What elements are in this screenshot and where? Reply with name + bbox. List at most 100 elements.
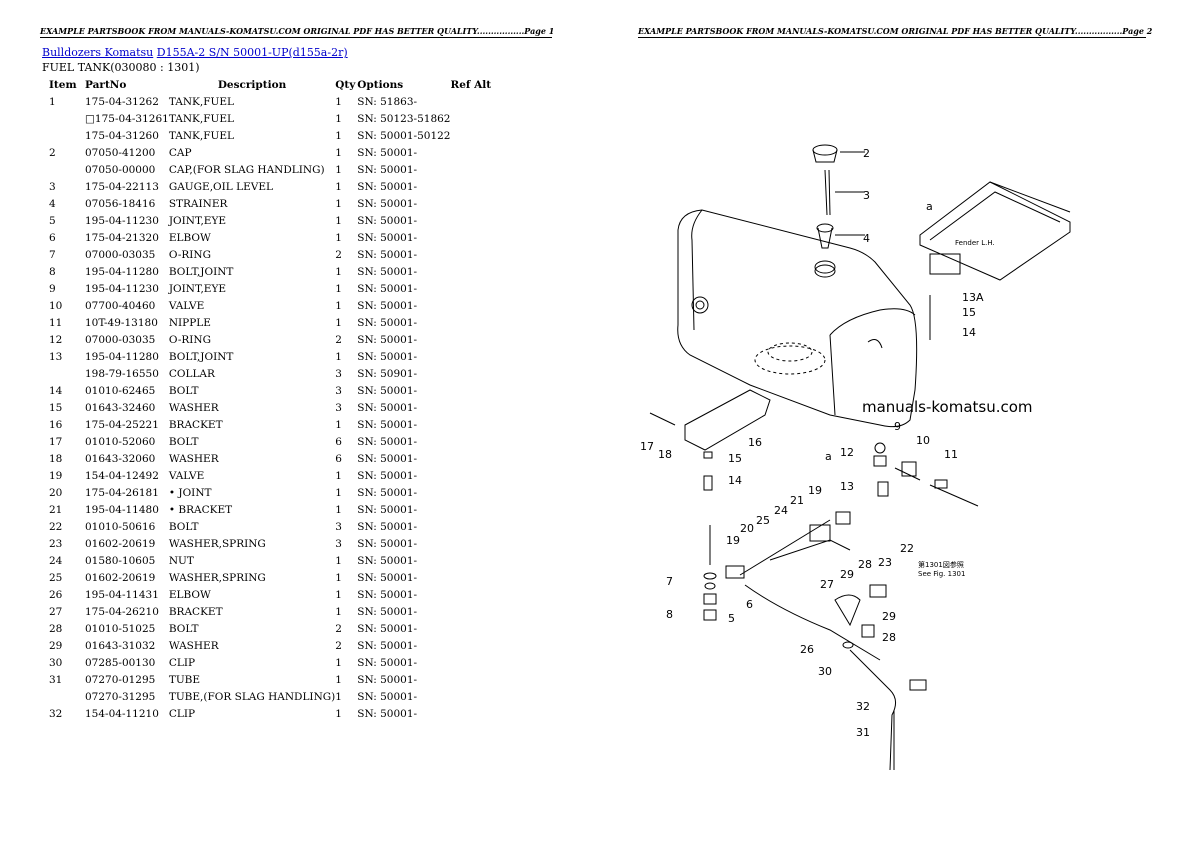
cell-partno: 07050-00000 <box>85 163 156 176</box>
cell-qty: 1 <box>335 231 342 244</box>
cell-description: CLIP <box>168 707 196 720</box>
bracket-left-drawing <box>649 389 771 491</box>
cell-options: SN: 50001- <box>357 299 418 312</box>
cell-description: NIPPLE <box>168 316 211 329</box>
cell-partno: 195-04-11280 <box>85 265 159 278</box>
cell-options: SN: 50901- <box>357 367 418 380</box>
cell-item: 17 <box>49 435 63 448</box>
cell-options: SN: 50001- <box>357 605 418 618</box>
table-header-row: Item PartNo Description Qty Options Ref … <box>42 77 510 93</box>
cell-description: WASHER,SPRING <box>168 537 266 550</box>
callout-27: 27 <box>820 578 834 591</box>
callout-5: 5 <box>728 612 735 625</box>
cell-qty: 1 <box>335 146 342 159</box>
cell-item: 28 <box>49 622 63 635</box>
cell-description: GAUGE,OIL LEVEL <box>168 180 273 193</box>
cell-partno: 07056-18416 <box>85 197 156 210</box>
cell-qty: 3 <box>335 401 342 414</box>
exploded-diagram: manuals-komatsu.com Fender L.H. 第1301図参照… <box>640 144 1071 771</box>
cell-description: BOLT <box>168 622 199 635</box>
cell-options: SN: 50001- <box>357 554 418 567</box>
cell-qty: 1 <box>335 690 342 703</box>
cell-ref-alt <box>450 382 510 399</box>
cell-qty: 1 <box>335 418 342 431</box>
cell-options: SN: 50001- <box>357 656 418 669</box>
cell-description: TANK,FUEL <box>168 112 234 125</box>
callout-6: 6 <box>746 598 753 611</box>
callout-15-bottom: 15 <box>728 452 742 465</box>
cell-partno: 154-04-12492 <box>85 469 159 482</box>
col-ref-alt: Ref Alt <box>450 79 492 91</box>
cell-partno: □175-04-31261 <box>85 112 169 125</box>
cell-description: BOLT <box>168 520 199 533</box>
cell-description: TANK,FUEL <box>168 129 234 142</box>
cell-options: SN: 50001- <box>357 571 418 584</box>
callout-8: 8 <box>666 608 673 621</box>
cell-options: SN: 50001- <box>357 265 418 278</box>
cell-description: BOLT,JOINT <box>168 350 234 363</box>
cell-partno: 07700-40460 <box>85 299 156 312</box>
cell-description: WASHER,SPRING <box>168 571 266 584</box>
cell-qty: 1 <box>335 486 342 499</box>
cell-partno: 01602-20619 <box>85 537 156 550</box>
cell-partno: 01602-20619 <box>85 571 156 584</box>
col-item: Item <box>49 79 77 91</box>
cell-options: SN: 50001- <box>357 435 418 448</box>
callout-3: 3 <box>863 189 870 202</box>
cell-description: CAP <box>168 146 192 159</box>
col-options: Options <box>357 79 404 91</box>
cell-item: 2 <box>49 146 56 159</box>
callout-12: 12 <box>840 446 854 459</box>
callout-15-top: 15 <box>962 306 976 319</box>
cell-description: STRAINER <box>168 197 228 210</box>
cell-description: CAP,(FOR SLAG HANDLING) <box>168 163 325 176</box>
cell-ref-alt <box>450 229 510 246</box>
cell-partno: 10T-49-13180 <box>85 316 158 329</box>
cell-qty: 2 <box>335 639 342 652</box>
cell-ref-alt <box>450 399 510 416</box>
cell-qty: 3 <box>335 537 342 550</box>
watermark: manuals-komatsu.com <box>862 398 1033 416</box>
callout-29-top: 29 <box>840 568 854 581</box>
cell-ref-alt <box>450 450 510 467</box>
cell-ref-alt <box>450 331 510 348</box>
breadcrumb-link-model[interactable]: D155A-2 S/N 50001-UP(d155a-2r) <box>156 46 348 59</box>
cell-item: 7 <box>49 248 56 261</box>
cell-partno: 01643-31032 <box>85 639 156 652</box>
breadcrumb-link-category[interactable]: Bulldozers Komatsu <box>42 46 154 59</box>
callout-13: 13 <box>840 480 854 493</box>
callout-29-bottom: 29 <box>882 610 896 623</box>
cell-description: WASHER <box>168 452 219 465</box>
note-see-fig: See Fig. 1301 <box>918 570 965 578</box>
cell-options: SN: 50001- <box>357 486 418 499</box>
cell-options: SN: 50001- <box>357 673 418 686</box>
cell-item: 12 <box>49 333 63 346</box>
cell-options: SN: 50001- <box>357 146 418 159</box>
cell-options: SN: 50001- <box>357 384 418 397</box>
cell-qty: 1 <box>335 129 342 142</box>
cell-ref-alt <box>450 263 510 280</box>
cell-description: BOLT <box>168 384 199 397</box>
cell-qty: 1 <box>335 163 342 176</box>
cell-item: 31 <box>49 673 63 686</box>
cell-options: SN: 50001- <box>357 197 418 210</box>
cell-item: 19 <box>49 469 63 482</box>
cell-partno: 01643-32460 <box>85 401 156 414</box>
cell-qty: 1 <box>335 503 342 516</box>
cell-item: 16 <box>49 418 63 431</box>
cell-ref-alt <box>450 586 510 603</box>
fuel-tank-drawing <box>677 209 918 428</box>
cell-ref-alt <box>450 705 510 722</box>
